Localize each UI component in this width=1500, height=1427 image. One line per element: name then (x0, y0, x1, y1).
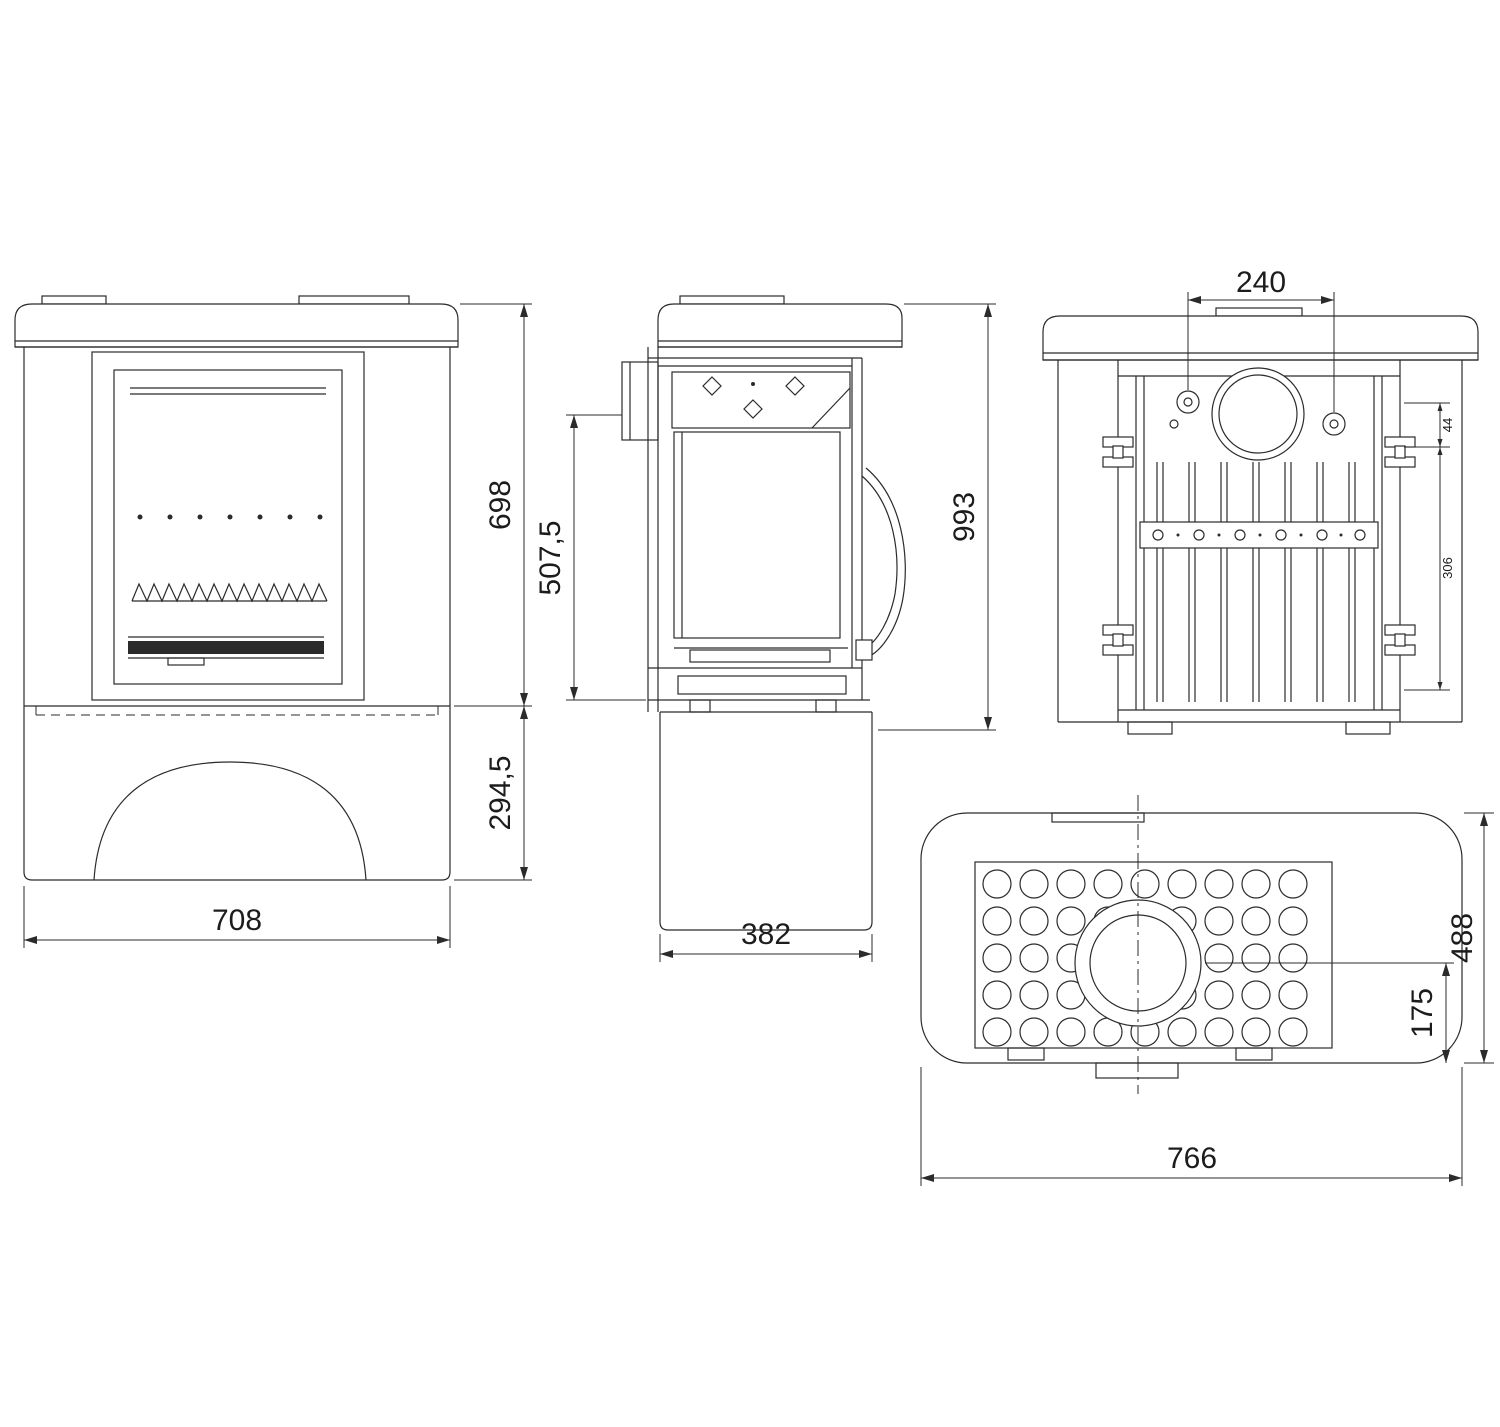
front-view (14, 295, 459, 881)
rear-dimensions: 240 44 306 (1187, 266, 1455, 691)
side-top-tab (679, 295, 785, 305)
front-top-slab (14, 303, 459, 348)
top-view (920, 795, 1463, 1094)
rear-heat-fins (1156, 462, 1356, 702)
rear-clamp (1102, 436, 1134, 468)
side-firebox (673, 431, 841, 639)
dim-top-width: 766 (1167, 1142, 1217, 1175)
dim-top-depth: 488 (1446, 913, 1479, 963)
rear-knob-left (1176, 390, 1200, 414)
rear-flue-outlet (1211, 367, 1305, 461)
front-air-holes (137, 514, 323, 520)
top-rear-tab (1095, 1062, 1179, 1079)
side-door-handle (865, 467, 906, 657)
side-handle-latch (855, 639, 873, 661)
side-rear-collar (621, 361, 659, 441)
rear-knob-right (1322, 412, 1346, 436)
dim-front-width: 708 (212, 904, 262, 937)
rear-view (1042, 307, 1479, 735)
top-hinge-left (1007, 1047, 1045, 1061)
side-bolt-diamond (702, 376, 722, 396)
front-flame-zigzag (131, 582, 328, 603)
top-dimensions: 488 175 766 (920, 812, 1494, 1186)
side-bolt-diamond (785, 376, 805, 396)
rear-clamp (1384, 624, 1416, 656)
rear-foot (1127, 721, 1173, 735)
side-grate (689, 649, 831, 663)
front-top-tab-left (41, 295, 107, 305)
rear-top-tab (1215, 307, 1303, 317)
front-door-glass (113, 369, 343, 685)
rear-clamp (1102, 624, 1134, 656)
dim-front-body-height: 698 (484, 480, 517, 530)
top-hinge-right (1235, 1047, 1273, 1061)
dim-side-inner-height: 507,5 (534, 520, 567, 595)
front-dimensions: 708 698 294,5 (23, 303, 532, 948)
dim-top-flue-to-back: 175 (1406, 988, 1439, 1038)
front-door-frame (91, 351, 365, 701)
dim-side-depth: 382 (741, 918, 791, 951)
front-top-tab-right (298, 295, 410, 305)
side-foot (815, 699, 837, 713)
front-ash-lip (128, 641, 324, 654)
dim-rear-detail-mid: 306 (1440, 557, 1455, 579)
top-tab (1051, 812, 1145, 823)
side-bolt-diamond (743, 399, 763, 419)
rear-top-slab (1042, 315, 1479, 361)
dim-front-base-height: 294,5 (484, 755, 517, 830)
side-dimensions: 507,5 993 382 (534, 303, 996, 962)
side-top-slab (657, 303, 903, 348)
dim-rear-detail-top: 44 (1440, 418, 1455, 432)
top-grate-holes (982, 869, 1308, 1047)
rear-foot (1345, 721, 1391, 735)
rear-clamp (1384, 436, 1416, 468)
dim-side-total-height: 993 (948, 492, 981, 542)
side-upper-chamber (671, 371, 851, 429)
dim-rear-flue-offset: 240 (1236, 266, 1286, 299)
rear-bracket-bolts (1152, 529, 1366, 541)
front-base (23, 706, 451, 881)
top-grate-area (974, 861, 1333, 1049)
side-view (621, 295, 906, 931)
side-ash-drawer (677, 675, 847, 695)
side-foot (689, 699, 711, 713)
side-pedestal (659, 712, 873, 931)
front-base-arch (93, 761, 367, 881)
side-door-handle-inner (861, 475, 898, 649)
